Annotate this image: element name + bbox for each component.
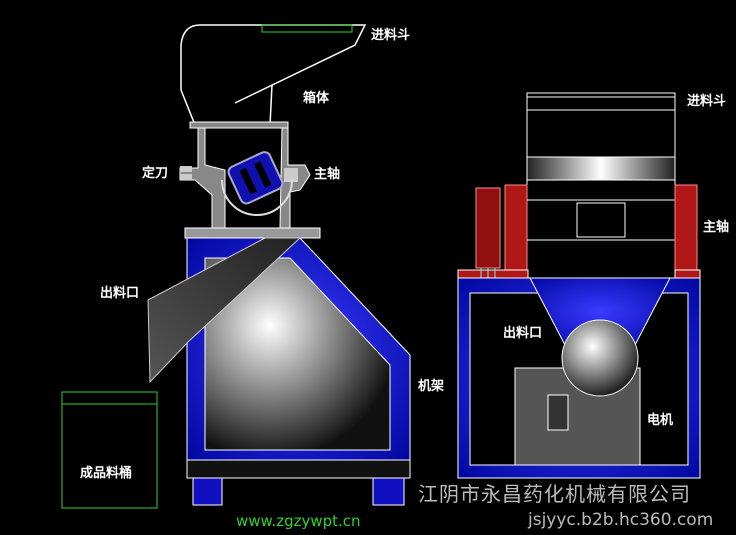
fixed-blade [180,166,192,172]
label-right-hopper: 进料斗 [687,94,727,109]
label-right-outlet: 出料口 [503,326,543,341]
watermark-site2: jsjyyc.b2b.hc360.com [528,510,714,530]
label-left-hopper: 进料斗 [371,28,411,43]
watermark-company: 江阴市永昌药化机械有限公司 [418,482,691,506]
label-machine-frame: 机架 [418,379,445,394]
right-hopper [526,92,676,284]
label-left-main-shaft: 主轴 [314,167,341,182]
label-product-bin: 成品料桶 [80,466,133,481]
hopper-window [261,24,353,33]
outlet-sphere [561,319,639,397]
machine-frame [186,237,411,506]
label-left-outlet: 出料口 [100,286,140,301]
rotor-assembly [457,184,701,279]
motor-terminal-box [547,394,569,431]
rotor-housing [221,179,293,216]
fixed-blade-lower [180,174,192,180]
left-hopper [180,24,367,126]
label-fixed-blade: 定刀 [142,166,169,181]
watermark-site1: www.zgzywpt.cn [236,512,361,530]
main-shaft-bearing [284,168,298,182]
pulley [475,187,501,269]
label-motor: 电机 [647,413,674,428]
outlet-chute [147,237,302,384]
rotor [227,151,284,205]
base-plate [184,227,321,239]
label-right-main-shaft: 主轴 [703,220,730,235]
product-bin [61,391,158,509]
label-box-body: 箱体 [303,91,330,106]
